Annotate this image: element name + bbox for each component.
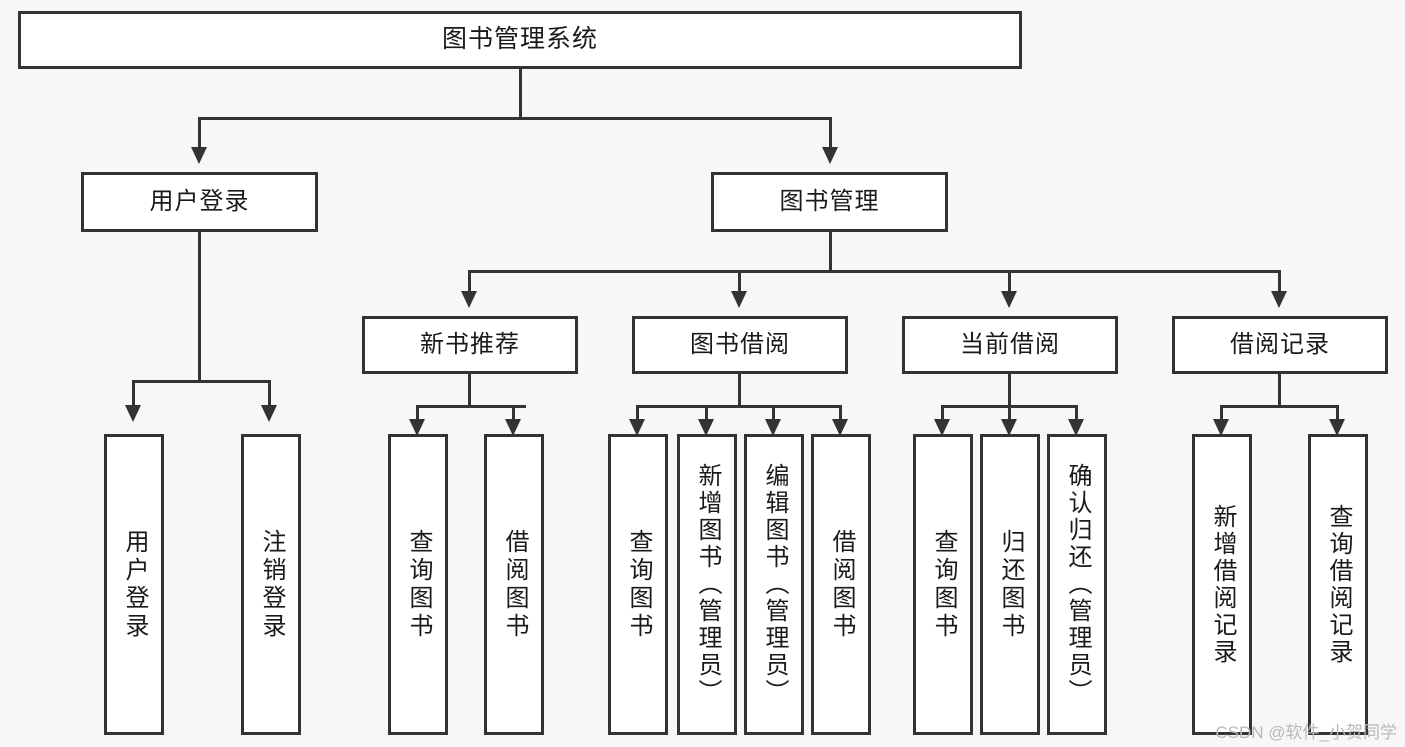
node-leaf-user-login[interactable]: 用户登录 bbox=[104, 434, 164, 735]
connector-level2-drop-right bbox=[829, 117, 832, 147]
arrow-to-new-book-rec bbox=[461, 291, 477, 308]
node-new-book-recommendation[interactable]: 新书推荐 bbox=[362, 316, 578, 374]
node-leaf-edit-book-admin[interactable]: 编辑图书（管理员） bbox=[744, 434, 804, 735]
connector-new-book-stem bbox=[468, 374, 471, 405]
arrow-to-leaf-user-login bbox=[125, 405, 141, 422]
node-leaf-confirm-return-admin[interactable]: 确认归还（管理员） bbox=[1047, 434, 1107, 735]
node-label: 新书推荐 bbox=[420, 330, 520, 358]
connector-level3-drop-1 bbox=[468, 270, 471, 291]
connector-book-borrow-drop-2 bbox=[705, 405, 708, 419]
arrow-to-leaf-add-borrow-record bbox=[1213, 419, 1229, 436]
connector-borrow-record-drop-1 bbox=[1220, 405, 1223, 419]
node-label: 图书借阅 bbox=[690, 330, 790, 358]
node-leaf-add-borrow-record[interactable]: 新增借阅记录 bbox=[1192, 434, 1252, 735]
node-label: 查询图书 bbox=[930, 528, 957, 641]
arrow-to-leaf-return-book bbox=[1001, 419, 1017, 436]
node-book-management[interactable]: 图书管理 bbox=[711, 172, 948, 232]
arrow-to-leaf-confirm-return bbox=[1068, 419, 1084, 436]
connector-current-borrow-drop-2 bbox=[1008, 405, 1011, 419]
node-current-borrow[interactable]: 当前借阅 bbox=[902, 316, 1118, 374]
node-label: 用户登录 bbox=[149, 187, 250, 215]
connector-level2-drop-left bbox=[198, 117, 201, 147]
arrow-to-leaf-edit-book bbox=[765, 419, 781, 436]
arrow-to-user-login bbox=[191, 147, 207, 164]
node-leaf-borrow-book-1[interactable]: 借阅图书 bbox=[484, 434, 544, 735]
connector-book-borrow-bar bbox=[636, 405, 842, 408]
arrow-to-current-borrow bbox=[1001, 291, 1017, 308]
connector-user-login-drop-2 bbox=[268, 380, 271, 405]
connector-book-borrow-drop-3 bbox=[772, 405, 775, 419]
arrow-to-leaf-borrow-book-2 bbox=[832, 419, 848, 436]
node-leaf-query-book-1[interactable]: 查询图书 bbox=[388, 434, 448, 735]
node-leaf-return-book[interactable]: 归还图书 bbox=[980, 434, 1040, 735]
arrow-to-leaf-add-book bbox=[698, 419, 714, 436]
node-label: 编辑图书（管理员） bbox=[761, 463, 788, 706]
connector-borrow-record-drop-2 bbox=[1336, 405, 1339, 419]
node-label: 归还图书 bbox=[997, 528, 1024, 641]
node-label: 查询图书 bbox=[625, 528, 652, 641]
connector-user-login-stem bbox=[198, 232, 201, 380]
connector-current-borrow-drop-3 bbox=[1075, 405, 1078, 419]
node-borrow-record[interactable]: 借阅记录 bbox=[1172, 316, 1388, 374]
node-label: 新增借阅记录 bbox=[1209, 503, 1236, 666]
connector-new-book-drop-1 bbox=[416, 405, 419, 419]
node-label: 当前借阅 bbox=[960, 330, 1060, 358]
arrow-to-leaf-query-book-1 bbox=[409, 419, 425, 436]
connector-book-borrow-drop-1 bbox=[636, 405, 639, 419]
node-label: 查询图书 bbox=[405, 528, 432, 641]
arrow-to-leaf-query-borrow-record bbox=[1329, 419, 1345, 436]
node-leaf-query-book-3[interactable]: 查询图书 bbox=[913, 434, 973, 735]
node-label: 注销登录 bbox=[258, 528, 285, 641]
connector-level3-drop-4 bbox=[1278, 270, 1281, 291]
node-label: 借阅记录 bbox=[1230, 330, 1330, 358]
connector-borrow-record-stem bbox=[1278, 374, 1281, 405]
connector-root-stem bbox=[519, 69, 522, 117]
node-book-borrow[interactable]: 图书借阅 bbox=[632, 316, 848, 374]
connector-new-book-drop-2 bbox=[512, 405, 515, 419]
node-leaf-borrow-book-2[interactable]: 借阅图书 bbox=[811, 434, 871, 735]
connector-current-borrow-stem bbox=[1008, 374, 1011, 405]
arrow-to-leaf-query-book-3 bbox=[934, 419, 950, 436]
connector-current-borrow-drop-1 bbox=[941, 405, 944, 419]
node-leaf-logout[interactable]: 注销登录 bbox=[241, 434, 301, 735]
connector-new-book-bar bbox=[416, 405, 526, 408]
connector-book-manage-stem bbox=[829, 232, 832, 270]
connector-level3-bar bbox=[468, 270, 1278, 273]
node-label: 用户登录 bbox=[121, 528, 148, 641]
node-label: 查询借阅记录 bbox=[1325, 503, 1352, 666]
node-leaf-query-borrow-record[interactable]: 查询借阅记录 bbox=[1308, 434, 1368, 735]
connector-level3-drop-2 bbox=[738, 270, 741, 291]
connector-borrow-record-bar bbox=[1220, 405, 1339, 408]
connector-user-login-drop-1 bbox=[132, 380, 135, 405]
node-leaf-add-book-admin[interactable]: 新增图书（管理员） bbox=[677, 434, 737, 735]
connector-level3-drop-3 bbox=[1008, 270, 1011, 291]
arrow-to-borrow-record bbox=[1271, 291, 1287, 308]
connector-book-borrow-stem bbox=[738, 374, 741, 405]
node-label: 图书管理系统 bbox=[441, 25, 598, 54]
node-label: 确认归还（管理员） bbox=[1064, 463, 1091, 706]
connector-book-borrow-drop-4 bbox=[839, 405, 842, 419]
node-leaf-query-book-2[interactable]: 查询图书 bbox=[608, 434, 668, 735]
node-label: 图书管理 bbox=[779, 187, 880, 215]
node-label: 借阅图书 bbox=[501, 528, 528, 641]
arrow-to-leaf-logout bbox=[261, 405, 277, 422]
node-label: 新增图书（管理员） bbox=[694, 463, 721, 706]
node-user-login[interactable]: 用户登录 bbox=[81, 172, 318, 232]
arrow-to-book-borrow bbox=[731, 291, 747, 308]
node-label: 借阅图书 bbox=[828, 528, 855, 641]
arrow-to-book-manage bbox=[822, 147, 838, 164]
node-root-book-management-system[interactable]: 图书管理系统 bbox=[18, 11, 1022, 69]
connector-user-login-bar bbox=[132, 380, 270, 383]
arrow-to-leaf-borrow-book-1 bbox=[505, 419, 521, 436]
arrow-to-leaf-query-book-2 bbox=[629, 419, 645, 436]
connector-level2-bar bbox=[198, 117, 832, 120]
